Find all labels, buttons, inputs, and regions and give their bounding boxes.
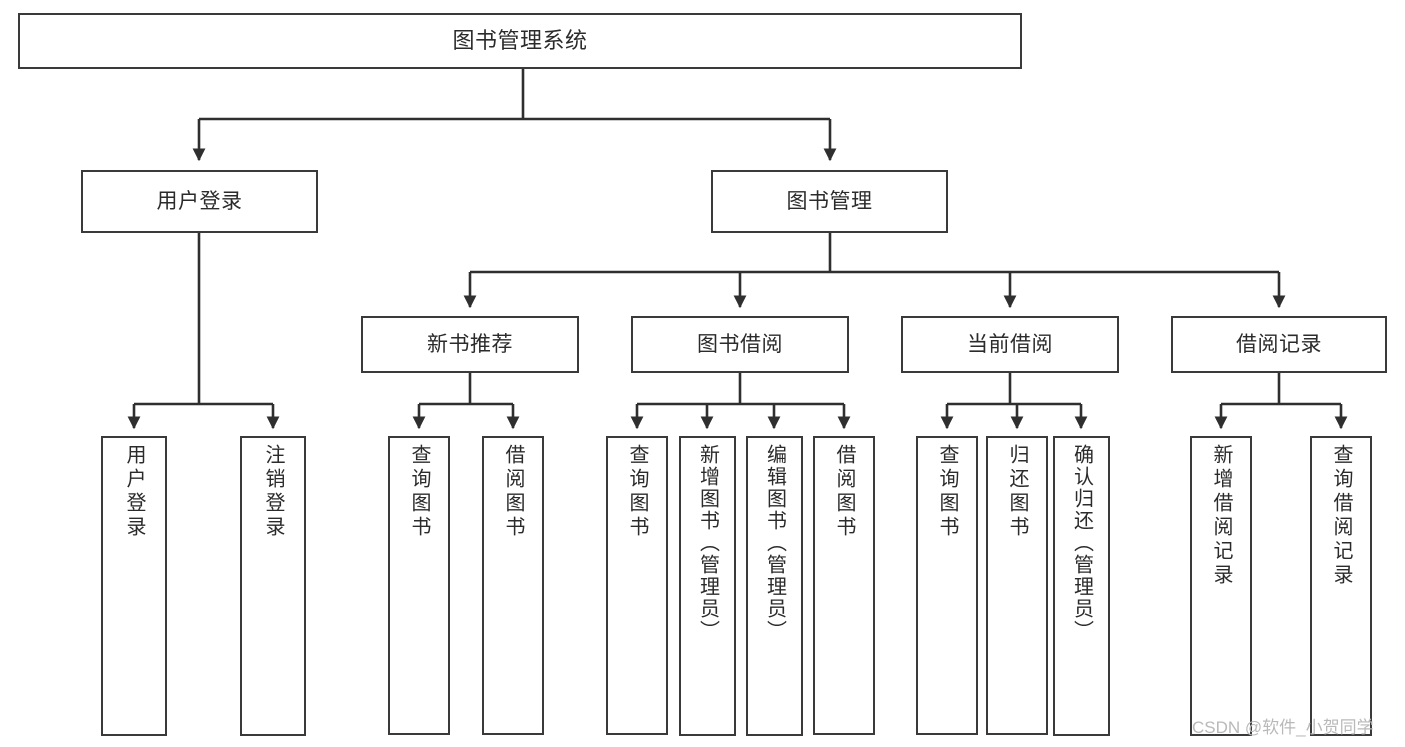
- leaf-borrow-book-new-label: 借阅图书: [502, 444, 524, 540]
- leaf-confirm-return-admin[interactable]: 确认归还（管理员）: [1053, 436, 1110, 736]
- leaf-return-book-label: 归还图书: [1006, 444, 1028, 540]
- leaf-edit-book-admin[interactable]: 编辑图书（管理员）: [746, 436, 803, 736]
- leaf-add-borrow-record-label: 新增借阅记录: [1210, 444, 1232, 588]
- leaf-logout-label: 注销登录: [262, 444, 284, 540]
- node-book-borrow-label: 图书借阅: [697, 332, 783, 356]
- leaf-query-book-current-label: 查询图书: [936, 444, 958, 540]
- node-new-book-recommend[interactable]: 新书推荐: [361, 316, 579, 373]
- node-new-book-recommend-label: 新书推荐: [427, 332, 513, 356]
- leaf-user-login-label: 用户登录: [123, 444, 145, 540]
- leaf-add-book-admin-label: 新增图书（管理员）: [696, 444, 719, 642]
- watermark: CSDN @软件_小贺同学: [1192, 718, 1374, 737]
- node-user-login-label: 用户登录: [156, 189, 243, 213]
- node-borrow-record[interactable]: 借阅记录: [1171, 316, 1387, 373]
- node-current-borrow-label: 当前借阅: [967, 332, 1053, 356]
- node-book-borrow[interactable]: 图书借阅: [631, 316, 849, 373]
- leaf-query-book-current[interactable]: 查询图书: [916, 436, 978, 735]
- node-user-login[interactable]: 用户登录: [81, 170, 318, 233]
- leaf-query-borrow-record-label: 查询借阅记录: [1330, 444, 1352, 588]
- node-book-management[interactable]: 图书管理: [711, 170, 948, 233]
- leaf-query-book-new-label: 查询图书: [408, 444, 430, 540]
- leaf-query-borrow-record[interactable]: 查询借阅记录: [1310, 436, 1372, 736]
- leaf-confirm-return-admin-label: 确认归还（管理员）: [1070, 444, 1093, 642]
- leaf-logout[interactable]: 注销登录: [240, 436, 306, 736]
- node-root[interactable]: 图书管理系统: [18, 13, 1022, 69]
- leaf-borrow-book-borrow[interactable]: 借阅图书: [813, 436, 875, 735]
- node-borrow-record-label: 借阅记录: [1236, 332, 1322, 356]
- leaf-query-book-borrow[interactable]: 查询图书: [606, 436, 668, 735]
- leaf-add-borrow-record[interactable]: 新增借阅记录: [1190, 436, 1252, 736]
- leaf-borrow-book-borrow-label: 借阅图书: [833, 444, 855, 540]
- leaf-edit-book-admin-label: 编辑图书（管理员）: [763, 444, 786, 642]
- node-root-label: 图书管理系统: [452, 27, 588, 53]
- leaf-user-login[interactable]: 用户登录: [101, 436, 167, 736]
- leaf-add-book-admin[interactable]: 新增图书（管理员）: [679, 436, 736, 736]
- leaf-return-book[interactable]: 归还图书: [986, 436, 1048, 735]
- leaf-borrow-book-new[interactable]: 借阅图书: [482, 436, 544, 735]
- node-current-borrow[interactable]: 当前借阅: [901, 316, 1119, 373]
- leaf-query-book-borrow-label: 查询图书: [626, 444, 648, 540]
- node-book-management-label: 图书管理: [786, 189, 873, 213]
- leaf-query-book-new[interactable]: 查询图书: [388, 436, 450, 735]
